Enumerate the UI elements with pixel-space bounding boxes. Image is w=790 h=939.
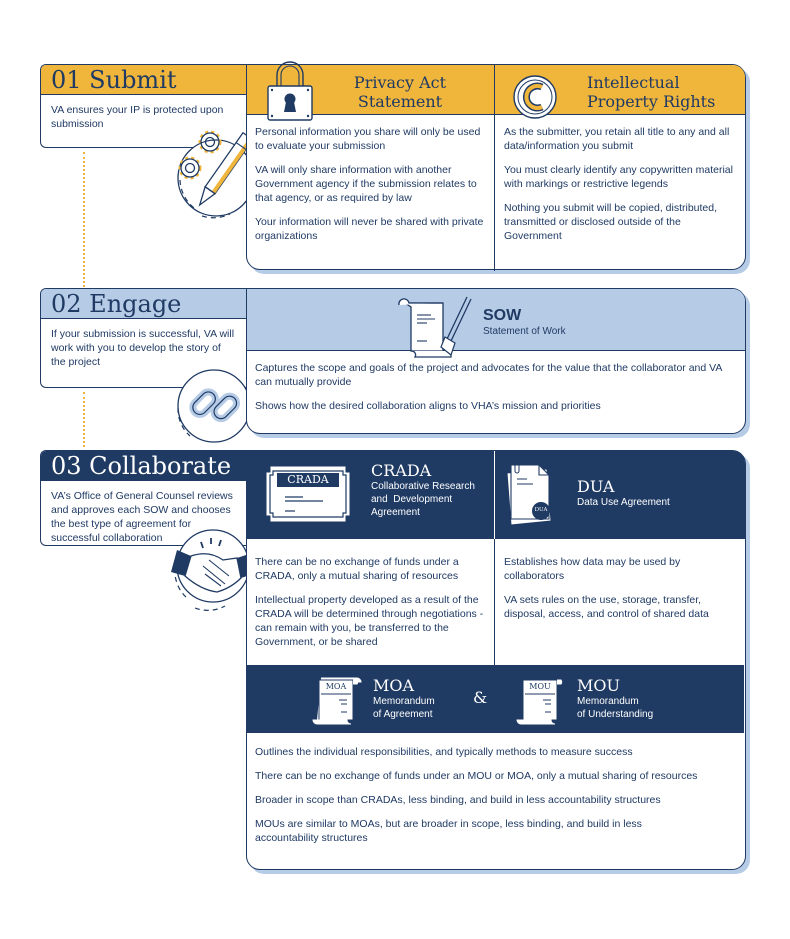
ip-point: You must clearly identify any copywritte… bbox=[504, 164, 733, 190]
moa-title: MOA bbox=[373, 676, 415, 695]
dua-point: VA sets rules on the use, storage, trans… bbox=[504, 594, 709, 620]
step-submit: 01 Submit VA ensures your IP is protecte… bbox=[40, 64, 246, 148]
sow-points: Captures the scope and goals of the proj… bbox=[255, 361, 735, 423]
mo-point: Broader in scope than CRADAs, less bindi… bbox=[255, 794, 661, 806]
certificate-icon-label: CRADA bbox=[287, 473, 329, 486]
moa-subtitle-1: Memorandum bbox=[373, 696, 435, 707]
engage-panel: SOW Statement of Work Captures the scope… bbox=[246, 288, 746, 434]
crada-title: CRADA bbox=[371, 461, 432, 480]
submit-panel-header: Privacy Act Statement Intellectual Prope… bbox=[247, 61, 745, 271]
ip-point: As the submitter, you retain all title t… bbox=[504, 126, 730, 152]
dua-subtitle: Data Use Agreement bbox=[577, 497, 670, 508]
ip-rights-points: As the submitter, you retain all title t… bbox=[504, 125, 740, 253]
crada-subtitle-3: Agreement bbox=[371, 507, 420, 518]
scroll-icon-mou: MOU bbox=[515, 672, 571, 728]
step-collaborate-title: 03 Collaborate bbox=[41, 451, 246, 481]
step-submit-title: 01 Submit bbox=[41, 65, 246, 95]
privacy-title: Privacy Act Statement bbox=[350, 73, 450, 111]
padlock-icon bbox=[265, 59, 315, 125]
sow-title: SOW bbox=[483, 307, 522, 324]
chain-link-icon bbox=[168, 360, 252, 450]
scroll-icon-moa: MOA bbox=[311, 672, 367, 728]
privacy-point: Personal information you share will only… bbox=[255, 126, 481, 152]
collaborate-panel: CRADA CRADA Collaborative Research and D… bbox=[246, 450, 746, 870]
dua-title-block: DUA Data Use Agreement bbox=[577, 477, 670, 509]
step-collaborate-description: VA’s Office of General Counsel reviews a… bbox=[51, 490, 233, 544]
ip-title-line2: Property Rights bbox=[587, 92, 716, 111]
dua-title: DUA bbox=[577, 477, 615, 496]
submit-panel: Privacy Act Statement Intellectual Prope… bbox=[246, 61, 746, 271]
sow-point: Captures the scope and goals of the proj… bbox=[255, 362, 722, 388]
ip-point: Nothing you submit will be copied, distr… bbox=[504, 202, 718, 242]
crada-subtitle-1: Collaborative Research bbox=[371, 481, 475, 492]
privacy-point: VA will only share information with anot… bbox=[255, 164, 477, 204]
privacy-title-line2: Statement bbox=[357, 92, 443, 111]
crada-point: Intellectual property developed as a res… bbox=[255, 594, 484, 648]
sow-title-block: SOW Statement of Work bbox=[483, 307, 566, 338]
crada-title-block: CRADA Collaborative Research and Develop… bbox=[371, 461, 475, 519]
moa-mou-points: Outlines the individual responsibilities… bbox=[255, 745, 735, 855]
ampersand: & bbox=[473, 688, 488, 707]
sow-subtitle: Statement of Work bbox=[483, 326, 566, 337]
engage-panel-header: SOW Statement of Work bbox=[247, 289, 745, 358]
dua-point: Establishes how data may be used by coll… bbox=[504, 556, 681, 582]
handshake-icon bbox=[165, 522, 255, 614]
moa-mou-header: MOA MOA Memorandum of Agreement & MOU MO… bbox=[247, 665, 744, 733]
dua-points: Establishes how data may be used by coll… bbox=[504, 555, 740, 631]
sow-point: Shows how the desired collaboration alig… bbox=[255, 400, 601, 412]
step-engage-title: 02 Engage bbox=[41, 289, 246, 319]
panel-divider-white bbox=[494, 451, 495, 539]
timeline-connector bbox=[83, 152, 85, 287]
ip-rights-title: Intellectual Property Rights bbox=[587, 73, 715, 111]
mou-title: MOU bbox=[577, 676, 620, 695]
timeline-connector bbox=[83, 392, 85, 447]
step-engage-description: If your submission is successful, VA wil… bbox=[51, 328, 235, 368]
document-clip-icon-label: DUA bbox=[534, 507, 548, 513]
privacy-point: Your information will never be shared wi… bbox=[255, 216, 484, 242]
mo-point: Outlines the individual responsibilities… bbox=[255, 746, 633, 758]
moa-title-block: MOA Memorandum of Agreement bbox=[373, 676, 435, 721]
scroll-quill-icon bbox=[395, 295, 475, 361]
panel-divider bbox=[494, 451, 495, 665]
document-clip-icon: DUA bbox=[503, 459, 559, 529]
step-submit-description: VA ensures your IP is protected upon sub… bbox=[51, 104, 224, 130]
crada-points: There can be no exchange of funds under … bbox=[255, 555, 487, 659]
mou-title-block: MOU Memorandum of Understanding bbox=[577, 676, 653, 721]
panel-divider bbox=[494, 65, 495, 271]
certificate-icon: CRADA bbox=[265, 465, 351, 523]
step-engage: 02 Engage If your submission is successf… bbox=[40, 288, 246, 388]
mo-point: There can be no exchange of funds under … bbox=[255, 770, 698, 782]
mo-point: MOUs are similar to MOAs, but are broade… bbox=[255, 818, 642, 844]
ip-title-line1: Intellectual bbox=[587, 73, 680, 92]
scroll-icon-moa-label: MOA bbox=[325, 682, 347, 691]
crada-subtitle-2: and Development bbox=[371, 494, 453, 505]
scroll-icon-mou-label: MOU bbox=[529, 682, 551, 691]
privacy-title-line1: Privacy Act bbox=[353, 73, 447, 92]
gears-pencil-icon bbox=[168, 120, 252, 220]
mou-subtitle-1: Memorandum bbox=[577, 696, 639, 707]
collaborate-panel-header: CRADA CRADA Collaborative Research and D… bbox=[247, 451, 745, 665]
mou-subtitle-2: of Understanding bbox=[577, 709, 654, 720]
moa-subtitle-2: of Agreement bbox=[373, 709, 433, 720]
copyright-icon bbox=[512, 74, 558, 120]
privacy-points: Personal information you share will only… bbox=[255, 125, 487, 253]
crada-point: There can be no exchange of funds under … bbox=[255, 556, 459, 582]
